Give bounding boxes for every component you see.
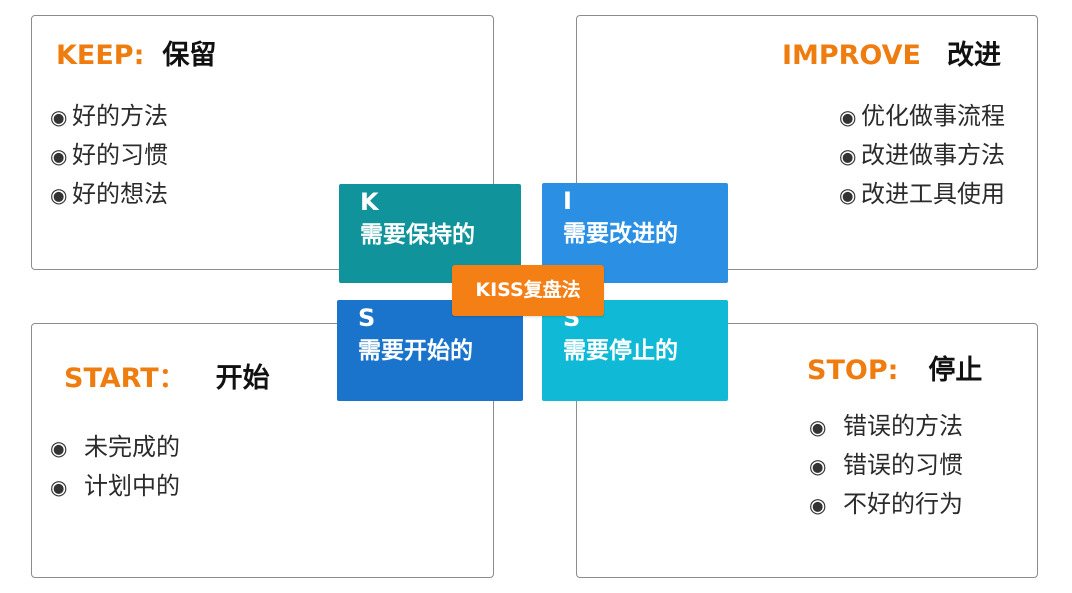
tile-letter: I	[563, 187, 572, 215]
list-item-label: 错误的习惯	[843, 451, 963, 479]
list-item: ◉ 错误的方法	[809, 407, 963, 446]
radio-bullet-icon: ◉	[809, 415, 827, 439]
list-item-label: 未完成的	[84, 433, 180, 461]
stop-heading-en: STOP:	[807, 355, 899, 386]
tile-label: 需要停止的	[563, 338, 678, 364]
stop-tile: S 需要停止的	[542, 300, 728, 401]
radio-bullet-icon: ◉	[809, 454, 827, 478]
list-item: ◉ 不好的行为	[809, 485, 963, 524]
improve-list: ◉优化做事流程 ◉改进做事方法 ◉改进工具使用	[839, 97, 1005, 214]
list-item-label: 错误的方法	[843, 412, 963, 440]
keep-heading-zh: 保留	[162, 40, 217, 71]
stop-list: ◉ 错误的方法 ◉ 错误的习惯 ◉ 不好的行为	[809, 407, 963, 524]
tile-letter: S	[358, 304, 376, 332]
list-item-label: 改进工具使用	[861, 180, 1005, 208]
radio-bullet-icon: ◉	[50, 105, 68, 129]
improve-heading-en: IMPROVE	[781, 40, 921, 71]
list-item-label: 改进做事方法	[861, 141, 1005, 169]
radio-bullet-icon: ◉	[50, 475, 68, 499]
list-item: ◉好的想法	[50, 175, 168, 214]
tile-label: 需要开始的	[358, 338, 473, 364]
improve-heading: IMPROVE 改进	[782, 33, 1001, 72]
keep-heading-en: KEEP:	[56, 40, 145, 71]
list-item-label: 好的想法	[72, 180, 168, 208]
stop-heading-zh: 停止	[928, 355, 983, 386]
radio-bullet-icon: ◉	[50, 436, 68, 460]
list-item: ◉ 未完成的	[50, 428, 180, 467]
radio-bullet-icon: ◉	[839, 183, 857, 207]
radio-bullet-icon: ◉	[50, 183, 68, 207]
list-item: ◉ 计划中的	[50, 467, 180, 506]
radio-bullet-icon: ◉	[50, 144, 68, 168]
keep-list: ◉好的方法 ◉好的习惯 ◉好的想法	[50, 97, 168, 214]
radio-bullet-icon: ◉	[809, 493, 827, 517]
list-item: ◉好的方法	[50, 97, 168, 136]
list-item: ◉改进工具使用	[839, 175, 1005, 214]
radio-bullet-icon: ◉	[839, 105, 857, 129]
radio-bullet-icon: ◉	[839, 144, 857, 168]
list-item: ◉优化做事流程	[839, 97, 1005, 136]
kiss-center-badge: KISS复盘法	[452, 265, 604, 316]
tile-label: 需要改进的	[563, 221, 678, 247]
list-item-label: 不好的行为	[843, 490, 963, 518]
list-item-label: 好的方法	[72, 102, 168, 130]
tile-label: 需要保持的	[360, 222, 475, 248]
keep-panel: KEEP:保留 ◉好的方法 ◉好的习惯 ◉好的想法	[31, 15, 494, 270]
start-heading: START： 开始	[64, 356, 270, 395]
start-heading-zh: 开始	[215, 363, 270, 394]
improve-heading-zh: 改进	[947, 40, 1001, 71]
list-item: ◉改进做事方法	[839, 136, 1005, 175]
list-item: ◉好的习惯	[50, 136, 168, 175]
start-heading-en: START：	[64, 363, 186, 394]
list-item: ◉ 错误的习惯	[809, 446, 963, 485]
keep-heading: KEEP: 保留	[56, 33, 216, 72]
start-tile: S 需要开始的	[337, 300, 523, 401]
stop-heading: STOP: 停止	[807, 348, 982, 387]
list-item-label: 好的习惯	[72, 141, 168, 169]
tile-letter: K	[360, 188, 379, 216]
list-item-label: 计划中的	[84, 472, 180, 500]
list-item-label: 优化做事流程	[861, 102, 1005, 130]
start-list: ◉ 未完成的 ◉ 计划中的	[50, 428, 180, 506]
